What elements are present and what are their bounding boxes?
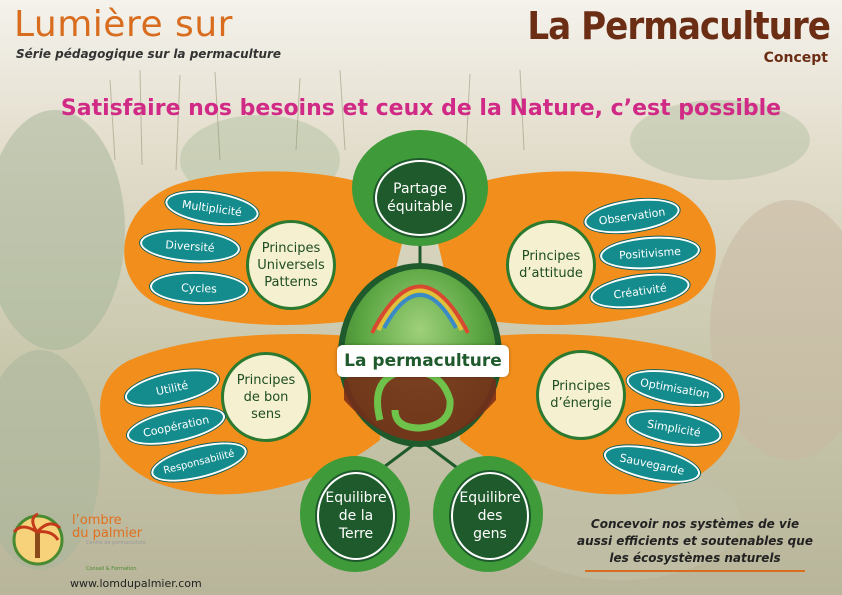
center-label: La permaculture (337, 345, 509, 377)
footer-line-1: Concevoir nos systèmes de vie (590, 517, 800, 531)
node-line: Equilibre (459, 490, 521, 506)
node-line: Universels (257, 257, 325, 273)
tagline: Satisfaire nos besoins et ceux de la Nat… (60, 96, 782, 121)
node-line: gens (473, 526, 507, 542)
node-line: sens (251, 406, 281, 422)
logo-name-line-1: l’ombre (72, 513, 122, 528)
footer-line-2: aussi efficients et soutenables que (577, 534, 813, 548)
logo-name: l’ombre du palmier (72, 514, 142, 540)
node-principes-energie: Principes d’énergie (536, 350, 626, 440)
node-line: Principes (261, 240, 321, 256)
logo-tagline-1: Centre de permaculture (86, 540, 146, 546)
node-line: des (477, 508, 503, 524)
node-line: Equilibre (325, 490, 387, 506)
node-equilibre-terre: Equilibre de la Terre (317, 472, 395, 560)
node-partage-equitable: Partage équitable (375, 160, 465, 236)
node-line: Partage (393, 181, 447, 197)
footer-underline (585, 570, 805, 572)
node-line: Principes (236, 372, 296, 388)
logo-name-line-2: du palmier (72, 526, 143, 541)
node-line: de la (338, 508, 374, 524)
node-line: Principes (551, 379, 611, 394)
series-title: Lumière sur (14, 4, 233, 45)
main-title: La Permaculture (527, 4, 831, 48)
website-link[interactable]: www.lomdupalmier.com (70, 577, 202, 590)
node-line: Principes (521, 249, 581, 264)
palm-logo-icon (12, 512, 64, 566)
node-equilibre-gens: Equilibre des gens (451, 472, 529, 560)
grass-strands (109, 69, 525, 171)
node-line: Terre (338, 526, 374, 542)
node-line: d’énergie (550, 396, 612, 411)
footer-line-3: les écosystèmes naturels (609, 551, 781, 565)
footer-statement: Concevoir nos systèmes de vie aussi effi… (560, 516, 830, 567)
logo-tagline-2: Conseil & Formation (86, 566, 137, 572)
series-subtitle: Série pédagogique sur la permaculture (16, 47, 282, 61)
main-subtitle: Concept (763, 50, 828, 66)
node-line: équitable (387, 199, 453, 215)
node-line: de bon (243, 389, 289, 405)
node-line: d’attitude (519, 266, 583, 281)
node-line: Patterns (264, 274, 318, 290)
node-principes-attitude: Principes d’attitude (506, 220, 596, 310)
